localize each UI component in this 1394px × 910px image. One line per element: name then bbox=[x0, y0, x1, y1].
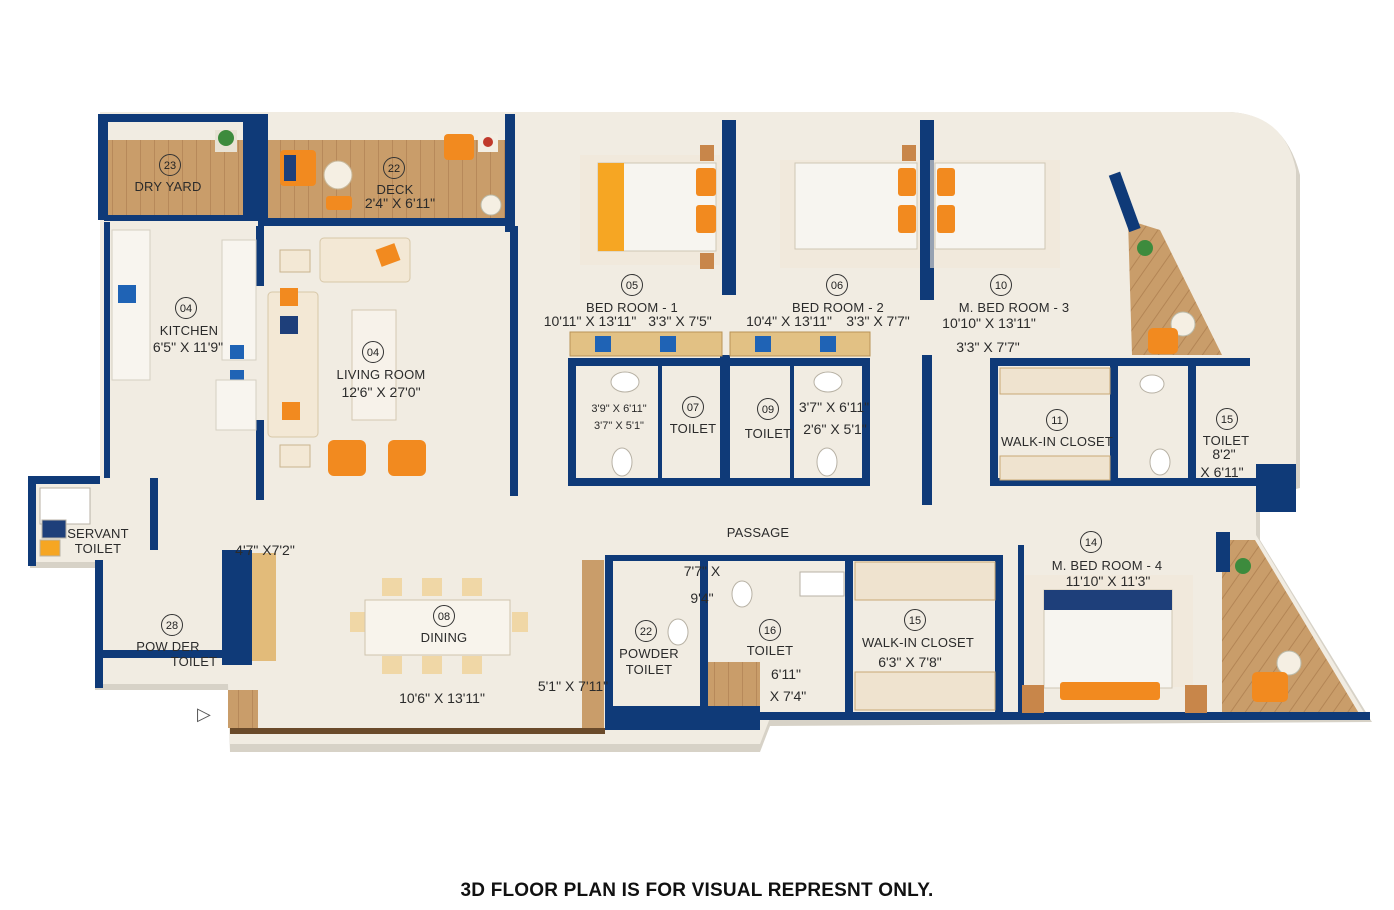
bed-room-3-label: M. BED ROOM - 3 bbox=[958, 300, 1070, 315]
dining-dimensions: 10'6" X 13'11" bbox=[399, 690, 485, 706]
room-number-toilet-16: 16 bbox=[759, 619, 781, 641]
room-number-dining: 08 bbox=[433, 605, 455, 627]
bed-room-1-dimensions: 10'11" X 13'11" bbox=[543, 313, 637, 329]
room-number-toilet-15: 15 bbox=[1216, 408, 1238, 430]
walkin-closet-15-label: WALK-IN CLOSET bbox=[861, 635, 975, 650]
living-room-label: LIVING ROOM bbox=[336, 367, 426, 382]
bed-room-2-dimensions: 10'4" X 13'11" bbox=[746, 313, 832, 329]
deck-dimensions: 2'4" X 6'11" bbox=[364, 195, 436, 211]
toilet-15-label: TOILET bbox=[1202, 433, 1250, 448]
toilet-09-dimensions-b: 2'6" X 5'1" bbox=[803, 421, 867, 437]
deck-furniture bbox=[215, 130, 502, 216]
powder-28-label-2: TOILET bbox=[170, 654, 218, 669]
powder-22-dimensions-b: 9'4" bbox=[690, 590, 714, 606]
room-number-powder-28: 28 bbox=[161, 614, 183, 636]
servant-toilet-label-2: TOILET bbox=[74, 541, 122, 556]
closets bbox=[854, 367, 1111, 711]
servant-toilet-label-1: SERVANT bbox=[67, 526, 129, 541]
room-number-bed3: 10 bbox=[990, 274, 1012, 296]
bed-room-3-wardrobe-dimensions: 3'3" X 7'7" bbox=[956, 339, 1020, 355]
bed-room-1-wardrobe-dimensions: 3'3" X 7'5" bbox=[648, 313, 712, 329]
toilet-15-dimensions-a: 8'2" bbox=[1212, 446, 1236, 462]
bed-room-4-dimensions: 11'10" X 11'3" bbox=[1065, 573, 1151, 589]
disclaimer-caption: 3D FLOOR PLAN IS FOR VISUAL REPRESNT ONL… bbox=[460, 880, 934, 901]
kitchen-label: KITCHEN bbox=[159, 323, 219, 338]
room-number-deck: 22 bbox=[383, 157, 405, 179]
room-number-living: 04 bbox=[362, 341, 384, 363]
bed-room-1-label: BED ROOM - 1 bbox=[586, 300, 678, 315]
toilet-16-label: TOILET bbox=[746, 643, 794, 658]
lobby-dimensions: 4'7" X7'2" bbox=[235, 542, 295, 558]
room-number-kitchen: 04 bbox=[175, 297, 197, 319]
toilet-09-dimensions-a: 3'7" X 6'11" bbox=[798, 399, 870, 415]
room-number-dry-yard: 23 bbox=[159, 154, 181, 176]
room-number-walkin-11: 11 bbox=[1046, 409, 1068, 431]
room-number-powder-22: 22 bbox=[635, 620, 657, 642]
powder-22-dimensions-a: 7'7" X bbox=[683, 563, 721, 579]
walkin-closet-11-label: WALK-IN CLOSET bbox=[1000, 434, 1114, 449]
toilet-07-dimensions-b: 3'7" X 5'1" bbox=[594, 420, 644, 432]
bed-room-2-label: BED ROOM - 2 bbox=[792, 300, 884, 315]
toilet-16-dimensions-a: 6'11" bbox=[771, 666, 801, 682]
powder-28-label-1: POW DER bbox=[136, 639, 200, 654]
bed-room-4-label: M. BED ROOM - 4 bbox=[1051, 558, 1163, 573]
powder-22-label-1: POWDER bbox=[619, 646, 679, 661]
entrance-arrow-icon: ▷ bbox=[197, 704, 211, 724]
living-room-dimensions: 12'6" X 27'0" bbox=[341, 384, 421, 400]
room-number-bed2: 06 bbox=[826, 274, 848, 296]
toilet-16-dimensions-b: X 7'4" bbox=[769, 688, 807, 704]
room-number-walkin-15: 15 bbox=[904, 609, 926, 631]
kitchen-dimensions: 6'5" X 11'9" bbox=[152, 339, 224, 355]
living-furniture bbox=[267, 237, 426, 476]
toilet-15-dimensions-b: X 6'11" bbox=[1200, 464, 1244, 480]
bedroom-furniture bbox=[569, 145, 1302, 713]
bathroom-fixtures bbox=[39, 371, 1171, 646]
room-number-toilet-09: 09 bbox=[757, 398, 779, 420]
powder-22-label-2: TOILET bbox=[625, 662, 673, 677]
toilet-07-label: TOILET bbox=[669, 421, 717, 436]
bed-room-3-dimensions: 10'10" X 13'11" bbox=[942, 315, 1036, 331]
room-number-bed1: 05 bbox=[621, 274, 643, 296]
toilet-07-dimensions-a: 3'9" X 6'11" bbox=[591, 403, 647, 415]
bed-room-2-wardrobe-dimensions: 3'3" X 7'7" bbox=[846, 313, 910, 329]
bottom-edge bbox=[230, 728, 605, 734]
toilet-09-label: TOILET bbox=[744, 426, 792, 441]
passage-label: PASSAGE bbox=[726, 525, 790, 540]
dry-yard-label: DRY YARD bbox=[134, 179, 202, 194]
room-number-bed4: 14 bbox=[1080, 531, 1102, 553]
deck-label: DECK bbox=[376, 182, 414, 197]
kitchen-furniture bbox=[111, 229, 257, 431]
dining-label: DINING bbox=[420, 630, 468, 645]
walkin-closet-15-dimensions: 6'3" X 7'8" bbox=[878, 654, 942, 670]
room-number-toilet-07: 07 bbox=[682, 396, 704, 418]
foyer-dimensions: 5'1" X 7'11" bbox=[537, 678, 609, 694]
